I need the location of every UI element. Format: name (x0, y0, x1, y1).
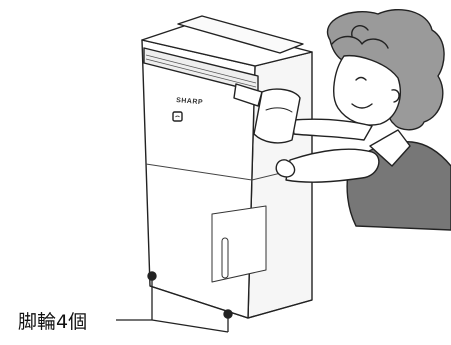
tank-gauge (222, 238, 228, 278)
caster-front-right (224, 310, 232, 318)
indicator-lamp (173, 112, 182, 121)
cleaning-cloth (254, 89, 300, 143)
caster-front-left (148, 272, 156, 280)
caster-label: 脚輪4個 (18, 307, 87, 334)
